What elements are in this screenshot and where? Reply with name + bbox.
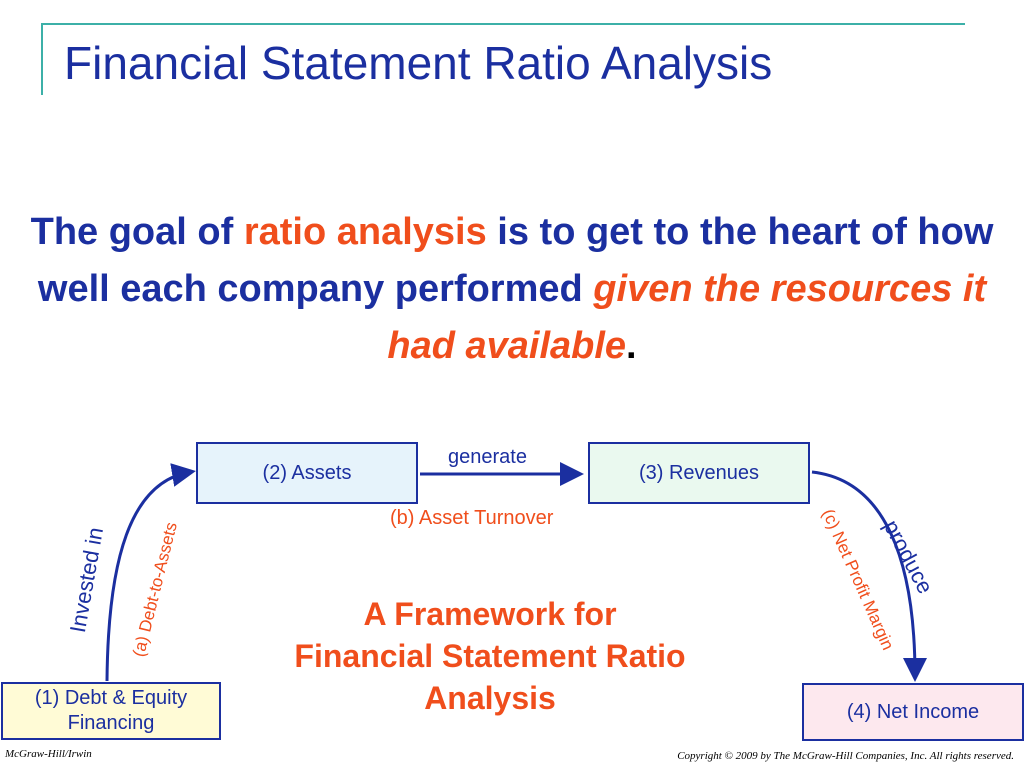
title-frame-left-rule xyxy=(41,23,43,95)
edge-label-generate: generate xyxy=(448,446,527,468)
node-debt-equity-financing: (1) Debt & Equity Financing xyxy=(1,682,221,740)
goal-text-part-2: is to get to the heart of how well each … xyxy=(37,211,994,310)
node-revenues-label: (3) Revenues xyxy=(638,461,760,484)
node-net-income-label: (4) Net Income xyxy=(846,700,980,723)
framework-title: A Framework for Financial Statement Rati… xyxy=(294,596,686,716)
goal-highlight-given-resources: given the resources it had available xyxy=(387,268,987,367)
footer-publisher: McGraw-Hill/Irwin xyxy=(5,748,92,760)
slide-title: Financial Statement Ratio Analysis xyxy=(64,37,773,89)
edge-label-debt-to-assets: (a) Debt-to-Assets xyxy=(129,520,181,659)
node-assets: (2) Assets xyxy=(196,442,418,504)
edge-label-asset-turnover: (b) Asset Turnover xyxy=(390,507,554,529)
goal-highlight-ratio-analysis: ratio analysis xyxy=(243,211,487,253)
node-assets-label: (2) Assets xyxy=(262,461,352,484)
footer-copyright: Copyright © 2009 by The McGraw-Hill Comp… xyxy=(677,750,1014,762)
goal-text-part-1: The goal of xyxy=(30,211,244,253)
edge-label-produce: produce xyxy=(878,515,939,598)
node-debt-equity-label: (1) Debt & Equity Financing xyxy=(34,687,188,734)
goal-end-period: . xyxy=(626,325,637,367)
edge-label-invested-in: Invested in xyxy=(64,525,109,635)
node-net-income: (4) Net Income xyxy=(802,683,1024,741)
node-revenues: (3) Revenues xyxy=(588,442,810,504)
goal-statement: The goal of ratio analysis is to get to … xyxy=(0,204,1024,375)
title-frame-top-rule xyxy=(41,23,965,25)
